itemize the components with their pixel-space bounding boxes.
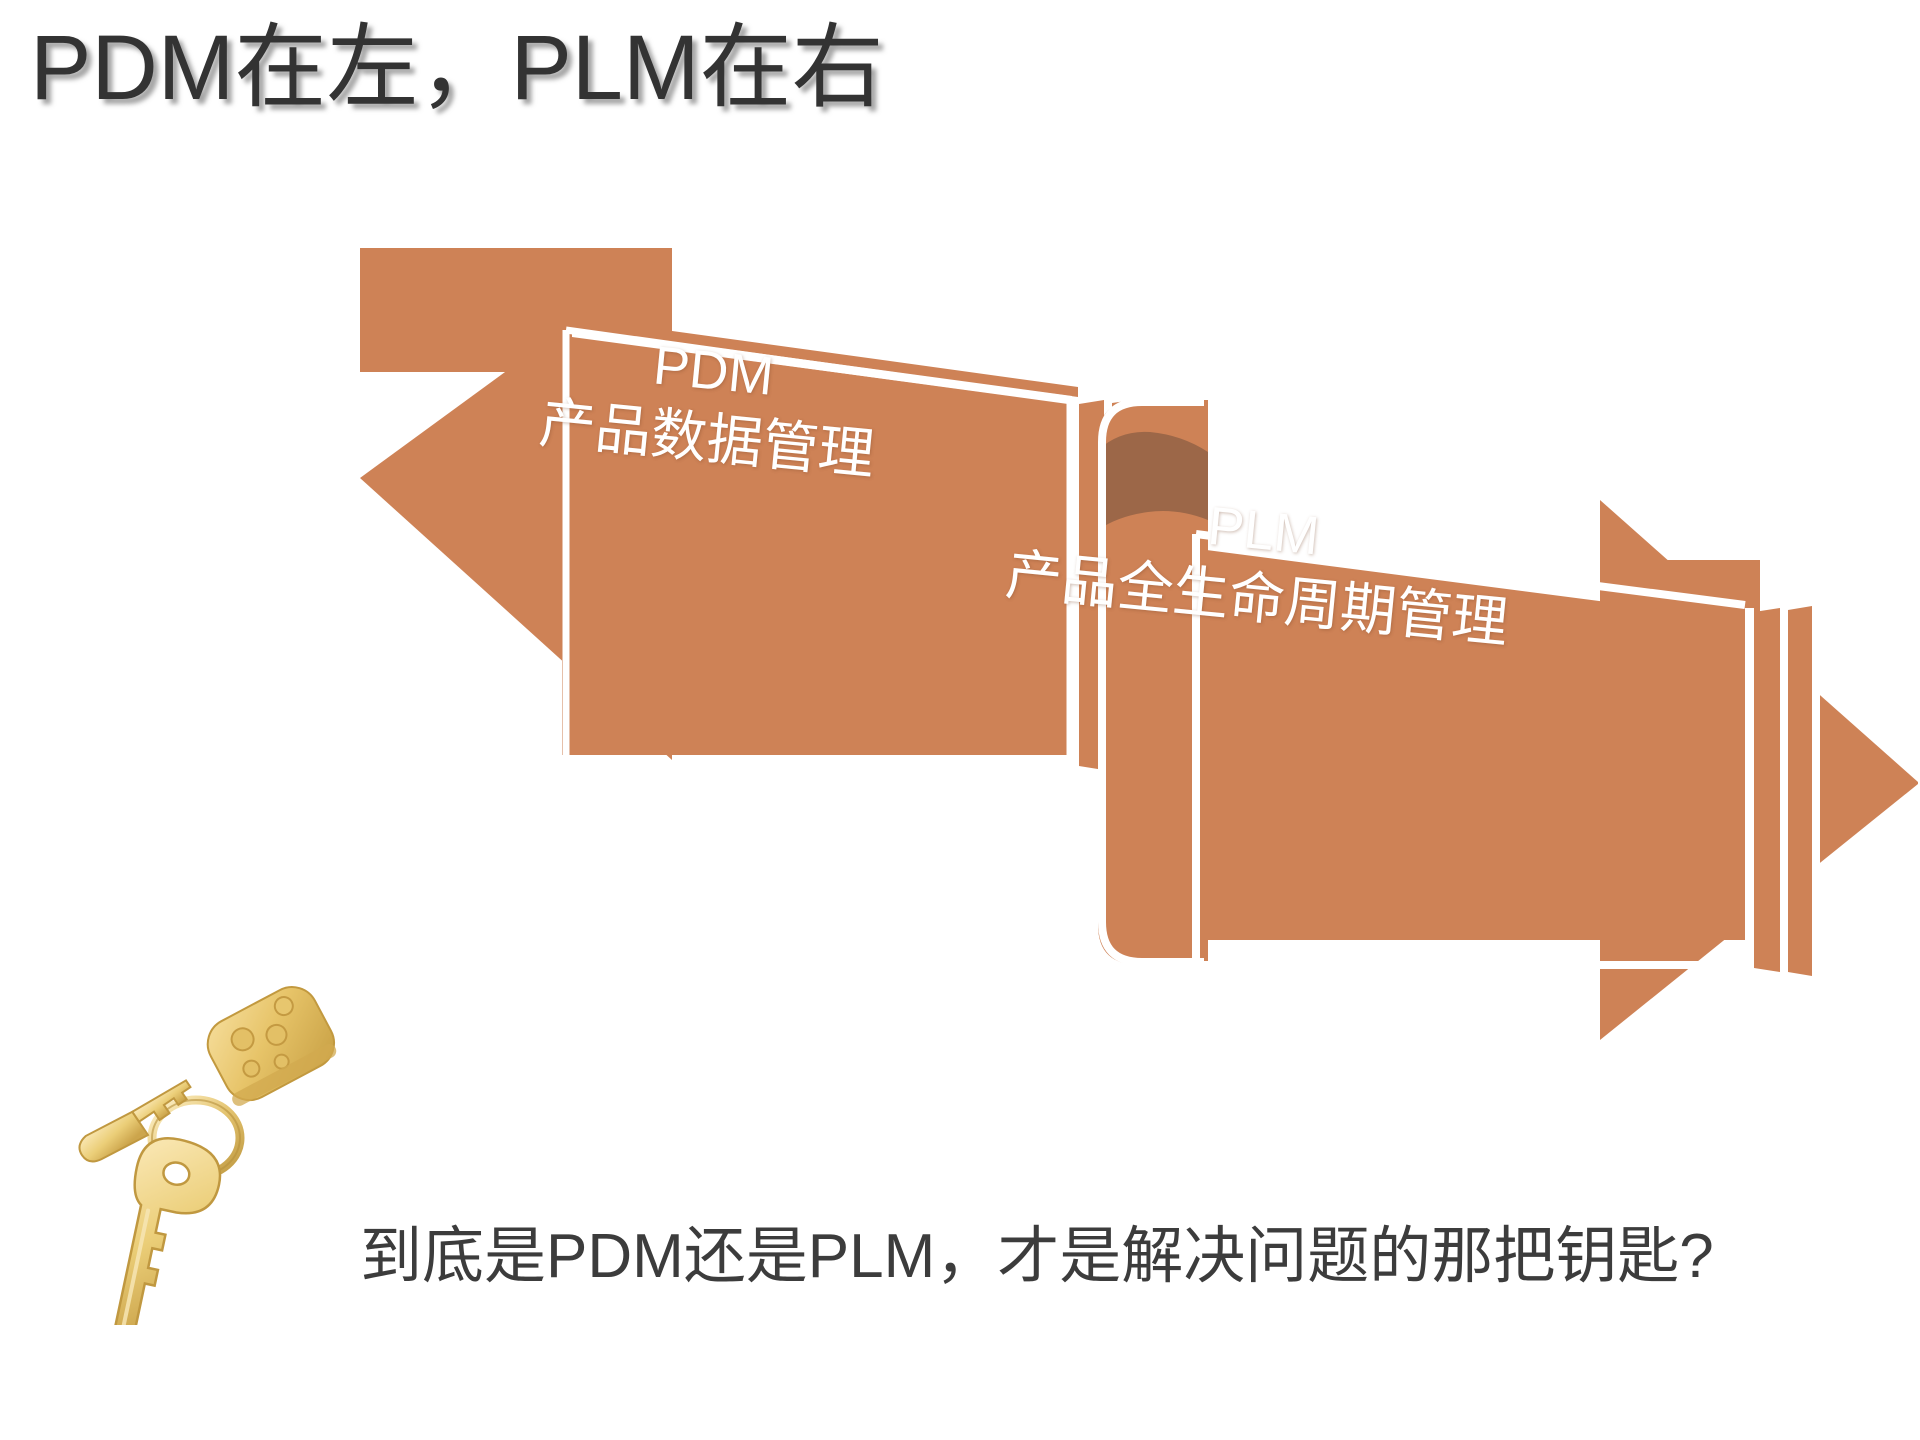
key-fob bbox=[206, 986, 337, 1106]
plm-page-gap-2 bbox=[1780, 606, 1788, 974]
plm-arrow-head-notch bbox=[1600, 560, 1760, 700]
keys-icon bbox=[78, 986, 337, 1325]
plm-page-gap-1 bbox=[1745, 608, 1754, 970]
keys-image bbox=[78, 985, 388, 1325]
key-secondary bbox=[78, 1079, 192, 1163]
key-primary bbox=[113, 1137, 222, 1325]
plm-arrow-head bbox=[1600, 500, 1918, 1040]
page-title: PDM在左，PLM在右 bbox=[30, 17, 884, 119]
caption-text: 到底是PDM还是PLM，才是解决问题的那把钥匙? bbox=[360, 1222, 1714, 1291]
plm-page-slab-2 bbox=[1788, 606, 1812, 976]
plm-arrow-label: PLM 产品全生命周期管理 bbox=[995, 475, 1526, 659]
plm-head-gap bbox=[1812, 606, 1820, 978]
pdm-arrow-label: PDM 产品数据管理 bbox=[494, 320, 925, 495]
plm-page-slab-1 bbox=[1754, 608, 1780, 972]
